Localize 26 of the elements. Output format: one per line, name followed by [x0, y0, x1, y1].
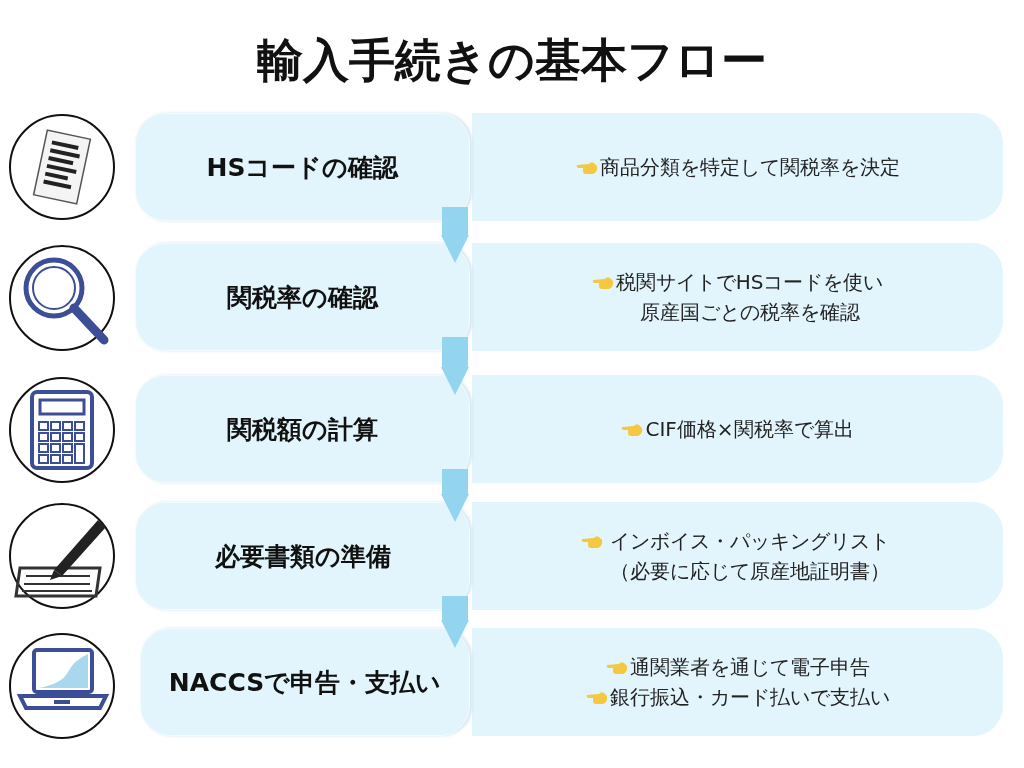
step-title: 必要書類の準備	[214, 540, 391, 573]
description-box	[472, 113, 1003, 221]
down-arrow	[441, 337, 469, 395]
description-text: CIF価格×関税率で算出	[645, 416, 854, 443]
description-text: 税関サイトでHSコードを使い原産国ごとの税率を確認	[615, 269, 884, 326]
step-box	[135, 243, 470, 351]
description-box	[472, 502, 1003, 610]
step-title: 関税額の計算	[227, 413, 378, 446]
step-title: NACCSで申告・支払い	[168, 666, 442, 699]
step-box	[135, 375, 470, 483]
title: 輸入手続きの基本フロー	[256, 32, 768, 89]
description-text: 商品分類を特定して関税率を決定	[599, 154, 900, 181]
down-arrow	[441, 596, 469, 648]
step-title: 関税率の確認	[227, 281, 378, 314]
step-title: HSコードの確認	[206, 151, 399, 184]
step-box	[140, 628, 470, 736]
description-box	[472, 243, 1003, 351]
description-text: インボイス・パッキングリスト（必要に応じて原産地証明書）	[608, 528, 891, 585]
description-text: 銀行振込・カード払いで支払い	[609, 684, 890, 711]
description-box	[472, 628, 1003, 736]
description-text: 通関業者を通じて電子申告	[629, 654, 870, 681]
step-box	[135, 113, 470, 221]
down-arrow	[441, 207, 469, 263]
down-arrow	[441, 469, 469, 522]
step-box	[135, 502, 470, 610]
description-box	[472, 375, 1003, 483]
